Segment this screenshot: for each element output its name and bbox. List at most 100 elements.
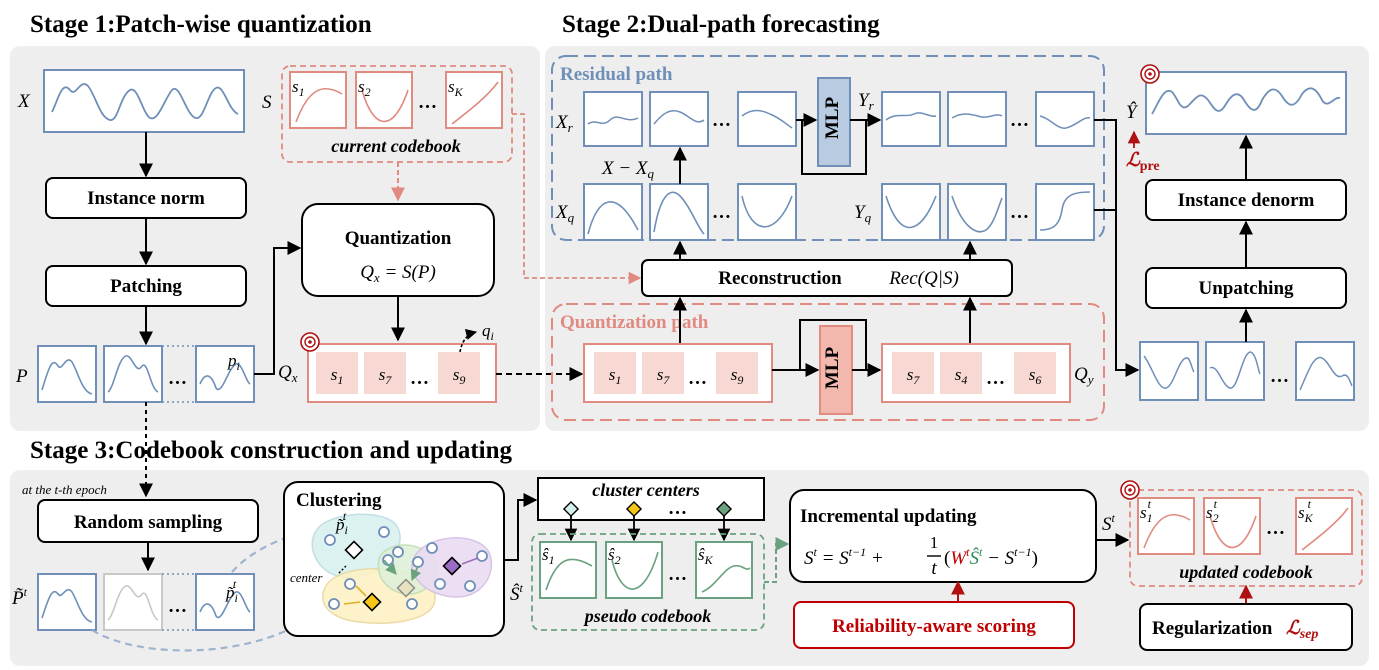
quantization-path-frame [551, 303, 1105, 421]
qx-ellipsis: … [410, 368, 429, 389]
qpath-in-token-2-label: s7 [657, 365, 671, 387]
patch-box-3 [195, 345, 255, 403]
st-label: St [1102, 511, 1116, 535]
pt-patch-1 [37, 573, 97, 631]
center-purple [442, 556, 462, 576]
input-x-label: X [17, 91, 31, 112]
patch-line-2 [107, 355, 159, 393]
pseudo-codebook-caption: pseudo codebook [583, 606, 711, 626]
updated-curve-k [1301, 507, 1349, 551]
qx-token-1 [316, 352, 358, 394]
arrow-codebook-to-reconstruction [512, 113, 642, 285]
update-formula-right: (WtŜt − St−1) [944, 545, 1038, 569]
reconstruction-formula: Rec(Q|S) [888, 268, 959, 289]
yr-line-3 [1039, 115, 1091, 129]
out-line-2 [1209, 351, 1261, 389]
reconstruction-label: Reconstruction [718, 268, 842, 289]
updated-codebook-caption: updated codebook [1179, 562, 1312, 582]
pt-patch-3 [195, 573, 255, 631]
arrow-yr-to-output [1094, 119, 1140, 377]
reliability-scoring-label: Reliability-aware scoring [832, 616, 1036, 637]
xr-line-2 [653, 110, 705, 125]
codebook-s-label: S [262, 92, 272, 113]
updated-item-1 [1137, 497, 1195, 555]
center-marker-ellipsis: … [668, 498, 687, 519]
xq-line-2 [653, 191, 705, 235]
quantization-label: Quantization [345, 228, 452, 249]
residual-path-frame [551, 55, 1105, 241]
pseudo-item-k [695, 541, 753, 599]
reliability-scoring-box [793, 601, 1075, 649]
st-hat-label: Ŝt [510, 581, 524, 605]
pseudo-item-2-label: ŝ2 [608, 545, 621, 567]
pt-line-3 [199, 591, 251, 619]
quantization-path-title: Quantization path [560, 312, 709, 333]
yr-line-2 [951, 113, 1003, 119]
yq-patch-1 [881, 183, 941, 241]
qi-label: qi [482, 321, 494, 343]
qx-token-1-label: s1 [331, 365, 344, 387]
center-marker-2 [625, 500, 643, 518]
xq-patch-2 [649, 183, 709, 241]
pt-line-1 [41, 588, 93, 623]
target-icon [300, 332, 320, 352]
qpath-in-token-3-label: s9 [731, 365, 744, 387]
center-pointer [337, 565, 347, 575]
codebook-curve-1 [295, 88, 343, 123]
qpath-out-token-1 [892, 352, 934, 394]
pt-patch-2 [103, 573, 163, 631]
qy-label: Qy [1074, 364, 1094, 387]
pseudo-item-1 [539, 541, 597, 599]
stage3-title: Stage 3:Codebook construction and updati… [30, 437, 513, 464]
reconstruction-box [641, 259, 1013, 297]
center-green [396, 578, 416, 598]
codebook-ellipsis: … [418, 92, 437, 113]
patch-pi-label: pi [227, 351, 240, 373]
patch-ellipsis: … [168, 368, 187, 389]
cluster-points [324, 526, 488, 610]
input-series-box [43, 69, 245, 133]
cluster-centers-label: cluster centers [592, 480, 700, 500]
qpath-out-token-2-label: s4 [955, 365, 968, 387]
updated-curve-1 [1143, 514, 1191, 549]
qpath-in-token-1 [594, 352, 636, 394]
pseudo-item-k-label: ŝK [698, 545, 714, 567]
yq-line-1 [885, 195, 937, 229]
qpath-in-token-1-label: s1 [609, 365, 622, 387]
out-line-3 [1299, 356, 1353, 391]
xq-label: Xq [555, 202, 575, 225]
xr-patch-2 [649, 91, 709, 147]
pti-label: p̃it [225, 577, 238, 605]
cluster-assign-arrows [343, 557, 479, 605]
codebook-item-1-label: s1 [292, 77, 305, 99]
target-icon [1120, 480, 1140, 500]
updated-curve-2 [1209, 515, 1257, 549]
target-icon [1140, 64, 1160, 84]
codebook-curve-2 [361, 89, 409, 123]
regularization-label: Regularization [1152, 618, 1273, 639]
patch-line-3 [199, 363, 251, 391]
xq-line-1 [587, 201, 639, 235]
pti-cluster-label: p̃it [335, 509, 348, 537]
qpath-in-token-2 [642, 352, 684, 394]
qx-token-3 [438, 352, 480, 394]
xr-line-3 [741, 109, 793, 129]
yq-line-2 [951, 195, 1003, 233]
codebook-item-k [445, 71, 503, 129]
center-marker-3 [715, 500, 733, 518]
unpatching-label: Unpatching [1198, 278, 1294, 299]
instance-norm-label: Instance norm [87, 188, 205, 209]
out-patch-3 [1295, 341, 1355, 401]
qx-token-2 [364, 352, 406, 394]
pseudo-curve-k [701, 564, 751, 593]
arrow-pseudo-to-update [764, 537, 790, 583]
quantization-formula: Qx = S(P) [360, 262, 436, 285]
pt-label: P̃t [11, 585, 28, 609]
mlp-residual-label: MLP [822, 97, 843, 140]
updated-item-k-label: sKt [1298, 497, 1314, 525]
out-patch-2 [1205, 341, 1265, 401]
input-series-line [51, 83, 239, 121]
update-formula: St = St−1 + [804, 545, 884, 569]
updated-ellipsis: … [1266, 518, 1285, 539]
